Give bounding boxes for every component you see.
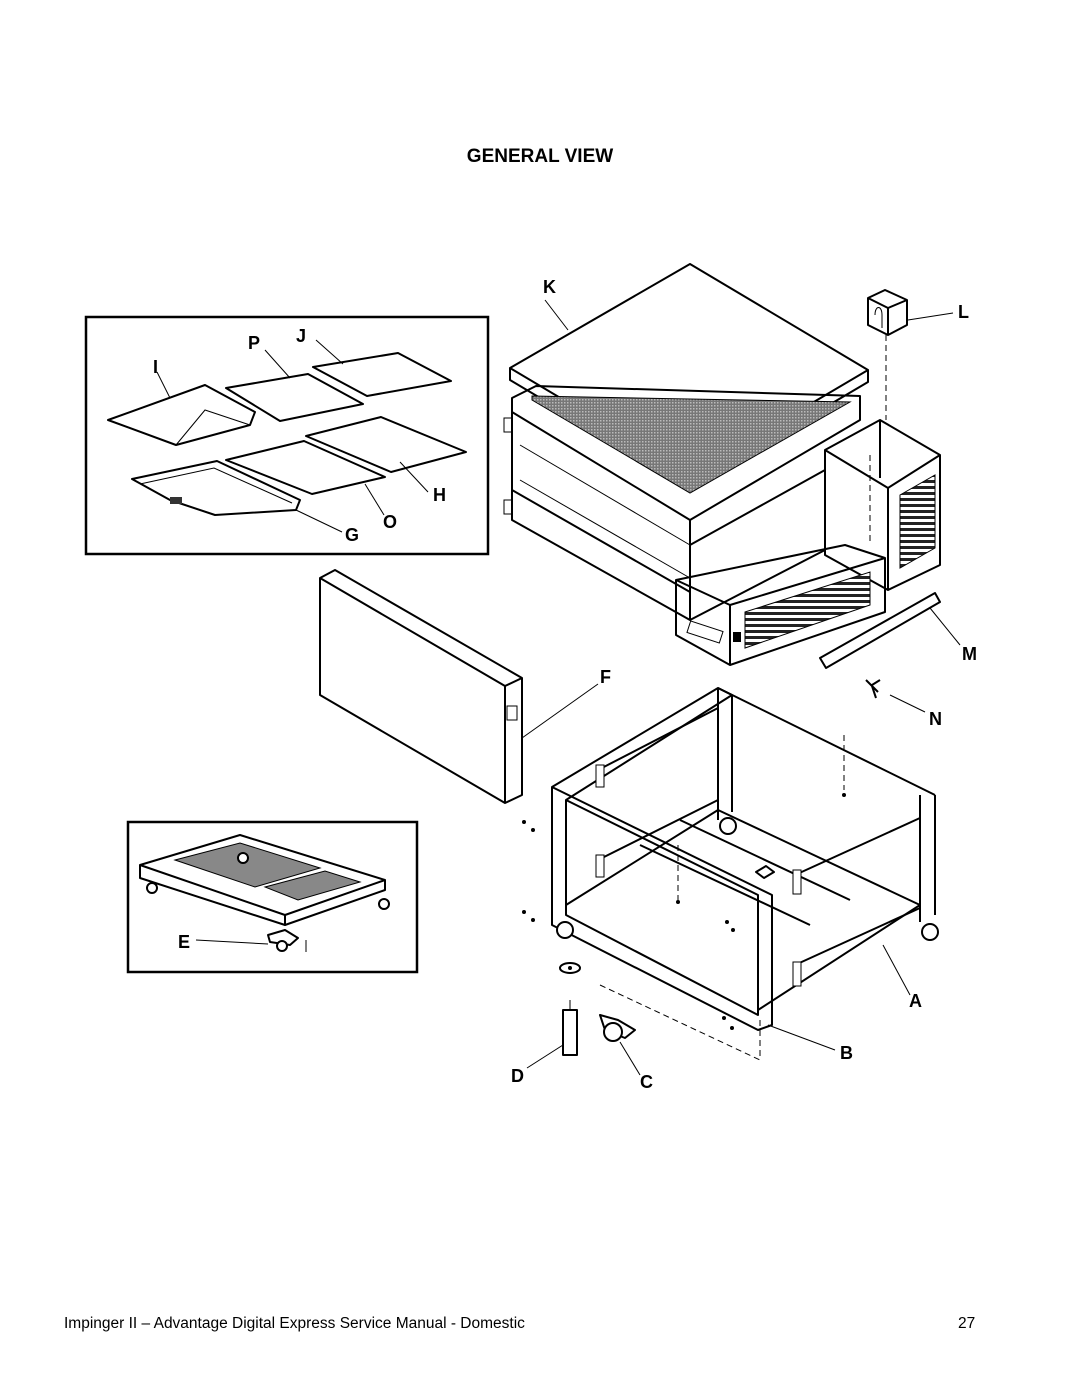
callout-b: B bbox=[840, 1043, 853, 1063]
callout-k: K bbox=[543, 277, 556, 297]
leg-and-caster-parts bbox=[526, 962, 836, 1076]
page-title: GENERAL VIEW bbox=[466, 146, 614, 167]
page-number: 27 bbox=[958, 1315, 976, 1332]
callout-e: E bbox=[178, 932, 190, 952]
callout-d: D bbox=[511, 1066, 524, 1086]
footer-text: Impinger II – Advantage Digital Express … bbox=[64, 1315, 525, 1332]
callout-g: G bbox=[345, 525, 359, 545]
side-panel bbox=[319, 569, 599, 804]
motor-cover bbox=[867, 289, 954, 336]
callout-m: M bbox=[962, 644, 977, 664]
callout-j: J bbox=[296, 326, 306, 346]
oven-body bbox=[503, 335, 941, 666]
callout-o: O bbox=[383, 512, 397, 532]
stand-frame bbox=[522, 687, 939, 1031]
bracket bbox=[819, 592, 961, 669]
callout-labels: A B C D E F G H I J K L M N O P bbox=[153, 277, 977, 1092]
callout-c: C bbox=[640, 1072, 653, 1092]
callout-l: L bbox=[958, 302, 969, 322]
callout-n: N bbox=[929, 709, 942, 729]
callout-h: H bbox=[433, 485, 446, 505]
callout-i: I bbox=[153, 357, 158, 377]
callout-p: P bbox=[248, 333, 260, 353]
pin bbox=[865, 679, 926, 713]
conveyor-parts-inset bbox=[84, 315, 490, 556]
callout-a: A bbox=[909, 991, 922, 1011]
caster-base-inset bbox=[126, 820, 419, 974]
callout-f: F bbox=[600, 667, 611, 687]
